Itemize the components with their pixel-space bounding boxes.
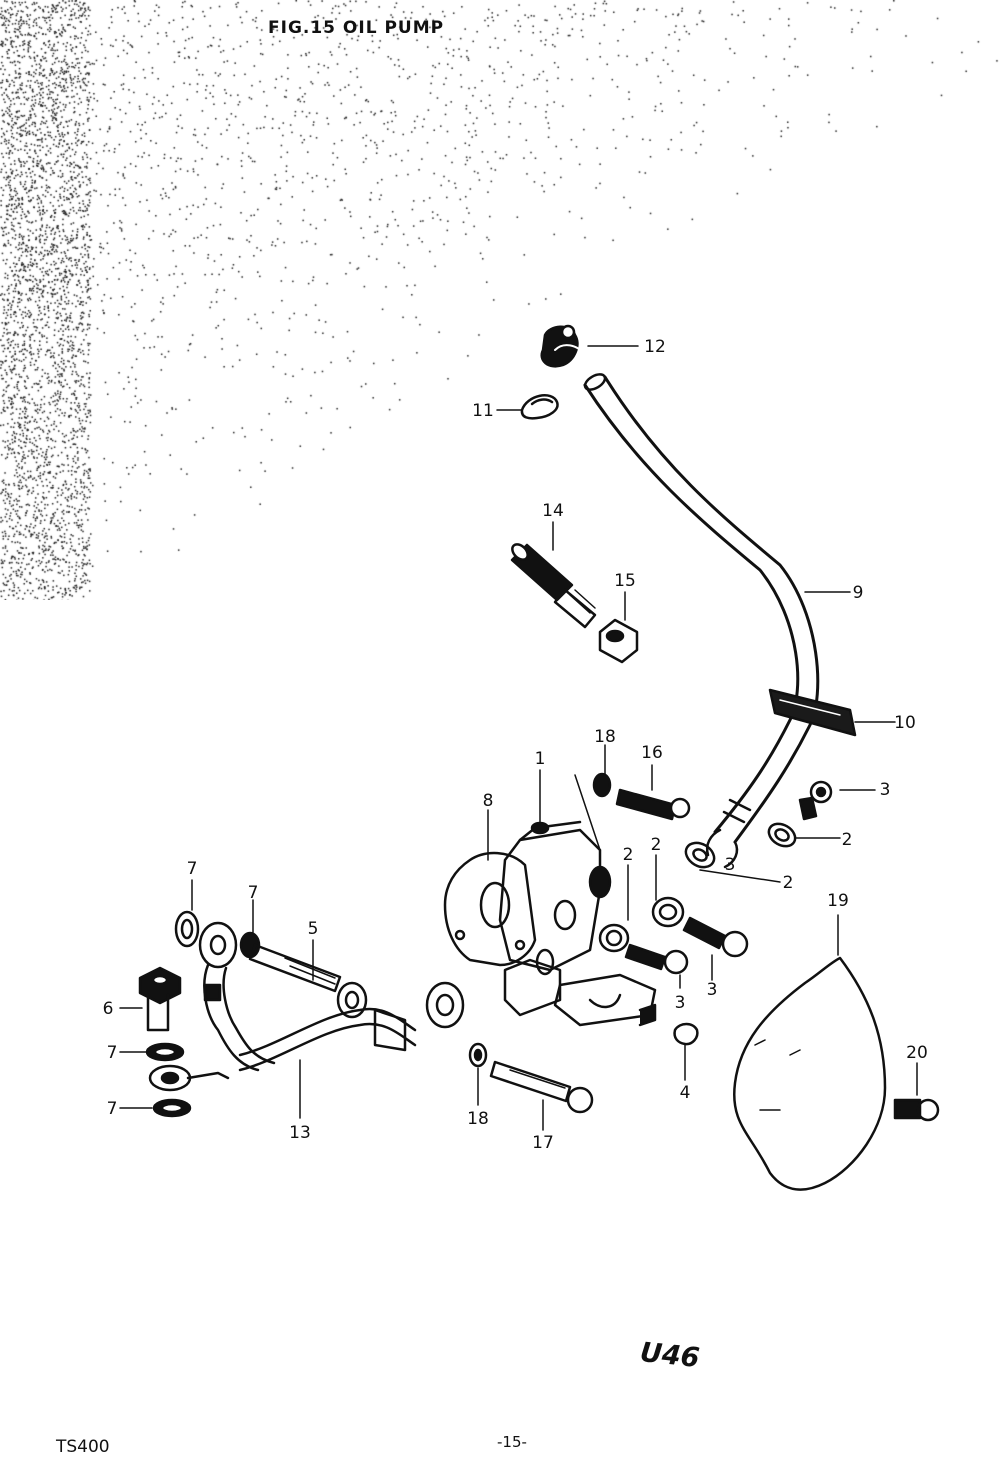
callout-15: 15 <box>614 571 636 591</box>
callout-leaders <box>119 345 918 1131</box>
callout-2: 2 <box>783 873 794 893</box>
part-3-screw-top <box>798 780 833 821</box>
callout-3: 3 <box>880 780 891 800</box>
part-15-nut <box>598 618 639 664</box>
part-12-clip <box>540 324 586 368</box>
callout-7: 7 <box>107 1043 118 1063</box>
callout-18: 18 <box>594 727 616 747</box>
part-19-pump-cover <box>732 956 887 1191</box>
callout-3: 3 <box>675 993 686 1013</box>
part-11-clamp <box>520 394 559 420</box>
callout-2: 2 <box>623 845 634 865</box>
part-18-nut-lower <box>468 1042 488 1068</box>
figure-title: FIG.15 OIL PUMP <box>268 18 445 38</box>
part-2-washers <box>598 822 797 953</box>
callout-16: 16 <box>641 743 663 763</box>
callout-20: 20 <box>906 1043 928 1063</box>
callout-5: 5 <box>308 919 319 939</box>
callout-11: 11 <box>472 401 494 421</box>
callout-1: 1 <box>535 749 546 769</box>
page-number: -15- <box>497 1433 527 1451</box>
callout-2: 2 <box>842 830 853 850</box>
callout-10: 10 <box>894 713 916 733</box>
callout-14: 14 <box>542 501 564 521</box>
part-18-nut-upper <box>592 772 612 798</box>
callout-17: 17 <box>532 1133 554 1153</box>
scan-noise <box>0 0 1000 600</box>
model-label: TS400 <box>56 1437 110 1457</box>
callout-7: 7 <box>248 883 259 903</box>
callout-4: 4 <box>680 1083 691 1103</box>
part-3-screws <box>624 916 749 975</box>
callout-13: 13 <box>289 1123 311 1143</box>
part-8-gasket <box>443 851 537 967</box>
drawing-code: U46 <box>638 1336 701 1375</box>
part-10-hose-clamp <box>768 688 857 737</box>
part-17-bolt <box>489 1060 594 1114</box>
part-9-oil-hose <box>583 373 820 869</box>
part-16-screw <box>615 788 691 821</box>
part-7-washers <box>145 910 200 1118</box>
part-13-oil-pipe <box>148 921 465 1092</box>
part-5-banjo-bolt <box>239 931 368 1019</box>
callout-18: 18 <box>467 1109 489 1129</box>
part-4-pin <box>673 1022 699 1046</box>
callout-8: 8 <box>483 791 494 811</box>
part-14-banjo-bolt <box>510 543 597 629</box>
part-1-pump-body <box>498 820 657 1027</box>
callout-6: 6 <box>103 999 114 1019</box>
callout-2: 2 <box>651 835 662 855</box>
callout-7: 7 <box>187 859 198 879</box>
part-6-banjo-bolt <box>138 966 182 1032</box>
callout-3: 3 <box>725 855 736 875</box>
callout-3: 3 <box>707 980 718 1000</box>
callout-7: 7 <box>107 1099 118 1119</box>
callout-19: 19 <box>827 891 849 911</box>
callout-12: 12 <box>644 337 666 357</box>
part-20-screw <box>893 1098 940 1122</box>
callout-9: 9 <box>853 583 864 603</box>
